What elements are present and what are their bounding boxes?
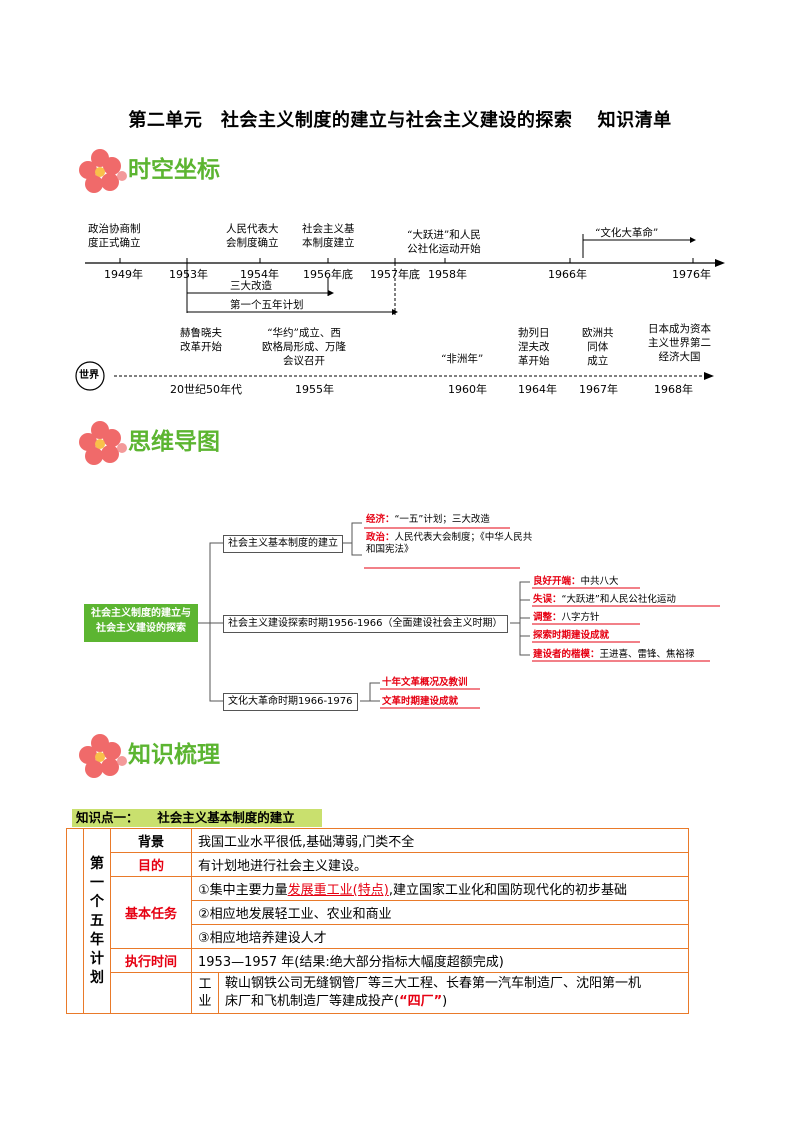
row-content: 有计划地进行社会主义建设。 [191, 852, 689, 877]
section-title: 思维导图 [128, 429, 220, 455]
section-title: 时空坐标 [128, 157, 220, 183]
timeline-event: 人民代表大会制度确立 [226, 223, 279, 249]
china-timeline-svg [85, 234, 725, 315]
timeline-year: 1968年 [654, 383, 693, 396]
timeline-event: 赫鲁晓夫改革开始 [180, 327, 222, 353]
mindmap-branch: 社会主义建设探索时期1956-1966（全面建设社会主义时期） [223, 615, 508, 633]
row-label-empty [110, 972, 192, 1014]
mindmap-leaf: 探索时期建设成就 [533, 630, 610, 641]
row-content: ③相应地培养建设人才 [191, 924, 689, 949]
group-label: 第 一 个 五 年 计 划 [83, 828, 111, 1014]
world-timeline-svg [75, 361, 714, 391]
timeline-event: “文化大革命” [595, 227, 659, 239]
mindmap-leaf: 政治：人民代表大会制度；《中华人民共 和国宪法》 [366, 532, 533, 555]
timeline-event: 欧洲共同体成立 [582, 327, 614, 367]
section-title: 知识梳理 [128, 742, 220, 768]
knowledge-point-title: 知识点一： 社会主义基本制度的建立 [72, 809, 322, 827]
timeline-span: 第一个五年计划 [230, 299, 304, 311]
timeline-event: “非洲年” [441, 353, 484, 365]
plum-blossom-icon [79, 421, 127, 465]
mindmap-root: 社会主义制度的建立与社会主义建设的探索 [84, 604, 198, 642]
timeline-event: 政治协商制度正式确立 [88, 223, 141, 249]
plum-blossom-icon [79, 734, 127, 778]
table-outer-cell [66, 828, 84, 1014]
row-content: 鞍山钢铁公司无缝钢管厂等三大工程、长春第一汽车制造厂、沈阳第一机 床厂和飞机制造… [218, 972, 689, 1014]
timeline-event: “华约”成立、西欧格局形成、万隆会议召开 [262, 327, 346, 367]
timeline-event: 日本成为资本主义世界第二经济大国 [648, 323, 711, 363]
page-title: 第二单元 社会主义制度的建立与社会主义建设的探索 知识清单 [128, 110, 672, 131]
highlight-text: “四厂” [399, 994, 443, 1009]
section-mindmap: 思维导图 [78, 418, 298, 468]
mindmap-leaf: 十年文革概况及教训 [382, 677, 468, 688]
timeline-year: 1958年 [428, 268, 467, 281]
mindmap-leaf: 文革时期建设成就 [382, 696, 459, 707]
highlight-text: 发展重工业(特点) [287, 883, 389, 898]
timeline-year: 1966年 [548, 268, 587, 281]
row-content: ①集中主要力量发展重工业(特点),建立国家工业化和国防现代化的初步基础 [191, 876, 689, 901]
timeline-event: 勃列日涅夫改革开始 [518, 327, 550, 367]
row-label: 目的 [110, 852, 192, 877]
row-content: 我国工业水平很低,基础薄弱,门类不全 [191, 828, 689, 853]
row-label: 基本任务 [110, 876, 192, 949]
row-label: 执行时间 [110, 948, 192, 973]
row-content: 1953—1957 年(结果:绝大部分指标大幅度超额完成) [191, 948, 689, 973]
mindmap-branch: 文化大革命时期1966-1976 [223, 693, 358, 711]
timeline-year: 1949年 [104, 268, 143, 281]
mindmap-leaf: 经济：“一五”计划；三大改造 [366, 514, 490, 525]
timeline-span: 三大改造 [230, 280, 272, 292]
timeline-year: 1957年底 [370, 268, 420, 281]
timeline-year: 1955年 [295, 383, 334, 396]
mindmap-leaf: 失误：“大跃进”和人民公社化运动 [533, 594, 676, 605]
mindmap-leaf: 建设者的楷模：王进喜、雷锋、焦裕禄 [533, 649, 695, 660]
mindmap-leaf: 调整：八字方针 [533, 612, 600, 623]
row-sublabel: 工 业 [191, 972, 219, 1014]
mindmap-branch: 社会主义基本制度的建立 [223, 535, 343, 553]
section-knowledge: 知识梳理 [78, 731, 298, 781]
timeline-year: 1956年底 [303, 268, 353, 281]
timeline-year: 1960年 [448, 383, 487, 396]
timeline-year: 20世纪50年代 [170, 383, 242, 396]
knowledge-table: 第 一 个 五 年 计 划 背景 我国工业水平很低,基础薄弱,门类不全 目的 有… [66, 828, 689, 1014]
timeline-year: 1964年 [518, 383, 557, 396]
timeline-event: “大跃进”和人民公社化运动开始 [407, 229, 481, 255]
timeline-year: 1967年 [579, 383, 618, 396]
timeline-year: 1954年 [240, 268, 279, 281]
timeline-year: 1976年 [672, 268, 711, 281]
world-label: 世界 [79, 370, 99, 381]
plum-blossom-icon [79, 149, 127, 193]
timeline-year: 1953年 [169, 268, 208, 281]
timeline-event: 社会主义基本制度建立 [302, 223, 355, 249]
mindmap-leaf: 良好开端：中共八大 [533, 576, 619, 587]
row-content: ②相应地发展轻工业、农业和商业 [191, 900, 689, 925]
section-timeline: 时空坐标 [78, 146, 298, 196]
row-label: 背景 [110, 828, 192, 853]
mindmap-lines [198, 522, 720, 709]
